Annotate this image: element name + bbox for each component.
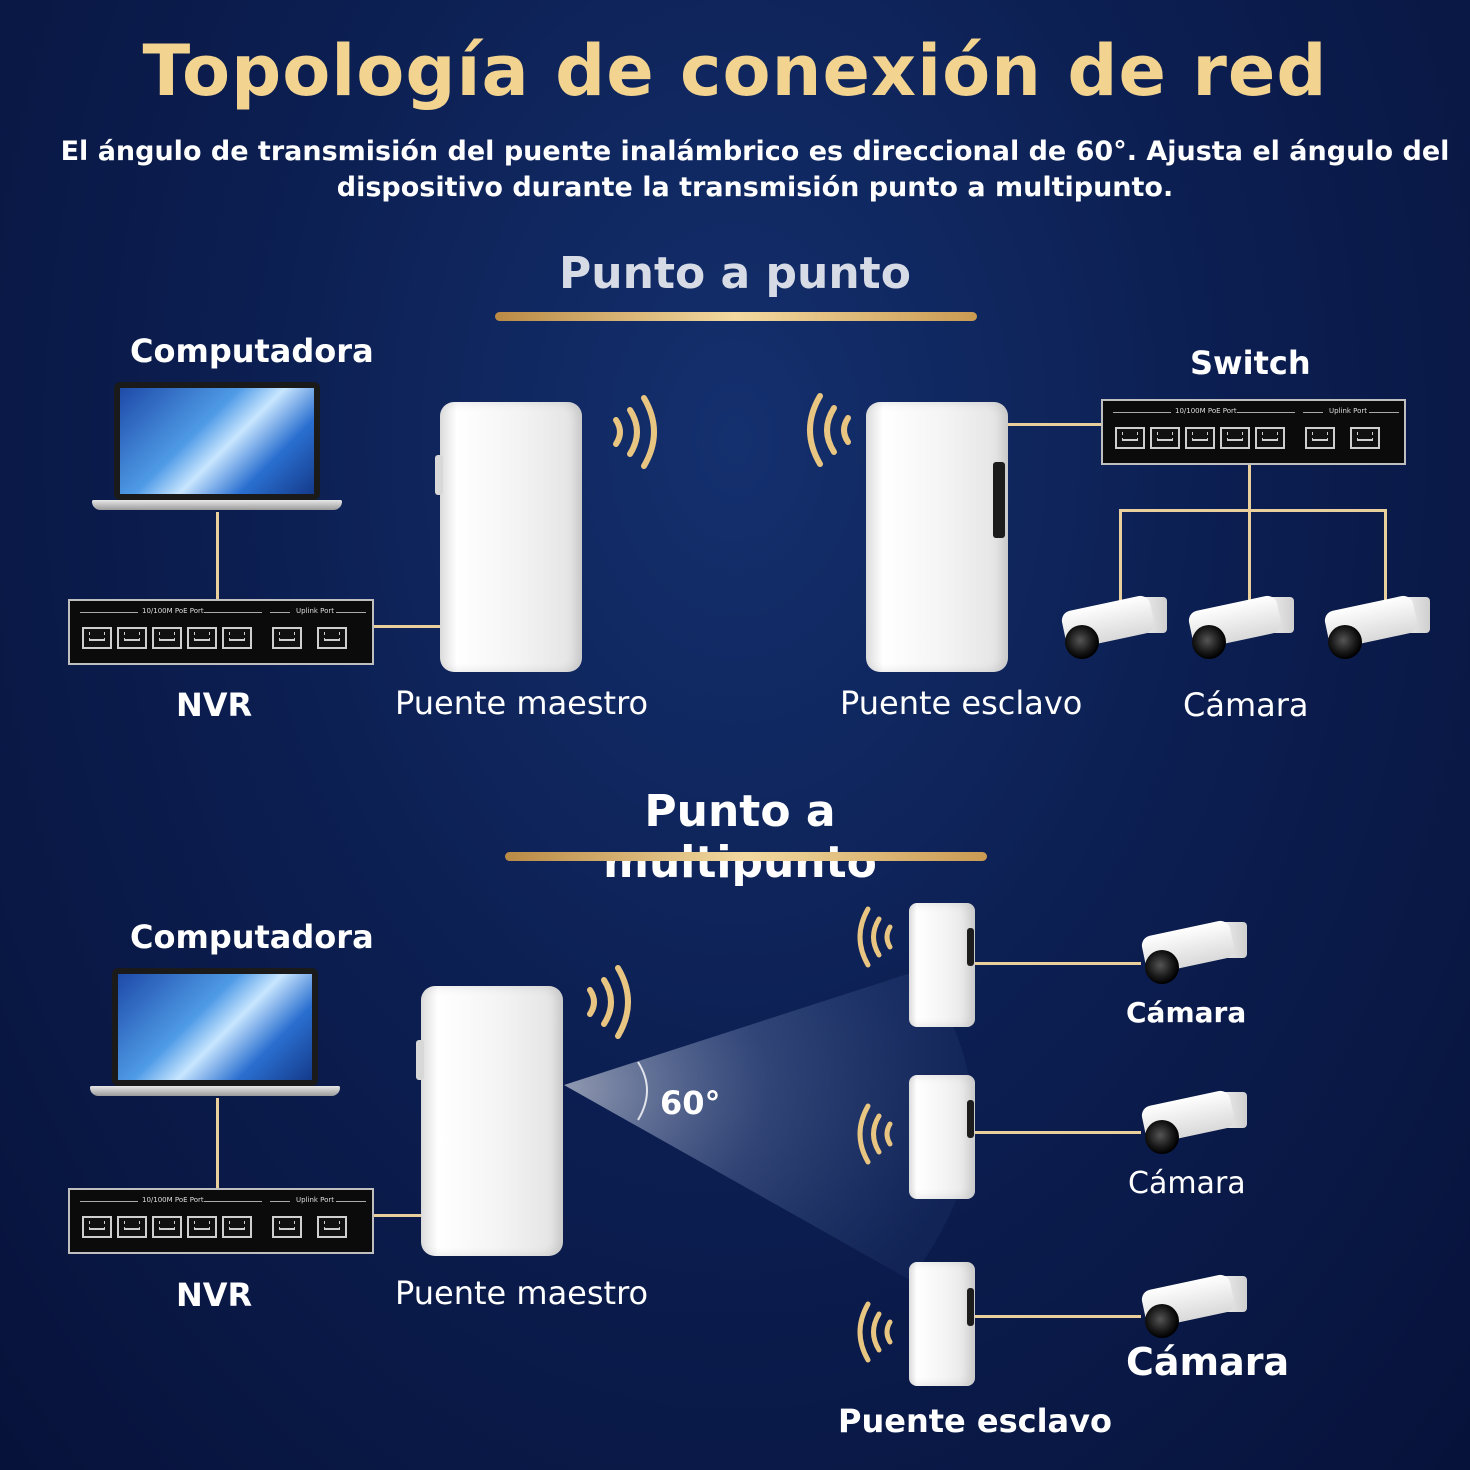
nvr-device-1: 10/100M PoE Port Uplink Port (68, 599, 374, 665)
laptop-base (92, 500, 342, 510)
wire-slave-camera (975, 1315, 1141, 1318)
camera-icon (1135, 918, 1250, 990)
page-title: Topología de conexión de red (142, 30, 1328, 112)
label-slave-bridge: Puente esclavo (840, 684, 1083, 722)
camera-icon (1182, 593, 1297, 665)
subtitle-line-1: El ángulo de transmisión del puente inal… (60, 136, 1450, 167)
camera-icon (1135, 1088, 1250, 1160)
wire-slave-camera (975, 1131, 1141, 1134)
nvr-device-2: 10/100M PoE Port Uplink Port (68, 1188, 374, 1254)
wifi-signal-icon (857, 1301, 893, 1363)
wire-slave-camera (975, 962, 1141, 965)
wire-laptop-nvr (216, 512, 219, 600)
wifi-signal-icon (857, 906, 893, 968)
wire-nvr-master (374, 1214, 422, 1217)
label-camera-1: Cámara (1126, 996, 1247, 1029)
page-subtitle: El ángulo de transmisión del puente inal… (40, 134, 1470, 206)
laptop-base (90, 1086, 340, 1096)
wifi-signal-icon (857, 1103, 893, 1165)
camera-icon (1135, 1272, 1250, 1344)
camera-icon (1055, 593, 1170, 665)
master-bridge-1 (440, 402, 582, 672)
section-title-point-to-point: Punto a punto (559, 248, 911, 299)
label-camera: Cámara (1183, 686, 1309, 724)
slave-bridge-b (909, 1075, 975, 1199)
laptop-screen (112, 968, 318, 1086)
slave-bridge-a (909, 903, 975, 1027)
laptop-2 (90, 968, 340, 1100)
transmission-cone (564, 970, 973, 1280)
wire-switch-trunk (1248, 465, 1251, 605)
switch-device: 10/100M PoE Port Uplink Port (1101, 399, 1406, 465)
wire-switch-branch (1119, 509, 1387, 512)
section-title-point-to-multipoint: Punto a multipunto (603, 786, 877, 888)
angle-label: 60° (660, 1084, 721, 1122)
label-camera-3: Cámara (1126, 1340, 1290, 1384)
wire-laptop-nvr (216, 1098, 219, 1188)
laptop-screen (114, 382, 320, 500)
led-indicators (993, 462, 1005, 538)
section-underline (505, 852, 987, 861)
label-master-bridge: Puente maestro (395, 684, 649, 722)
wifi-signal-icon (807, 393, 851, 467)
slave-bridge-c (909, 1262, 975, 1386)
label-nvr: NVR (176, 1276, 253, 1314)
label-master-bridge: Puente maestro (395, 1274, 649, 1312)
slave-bridge-1 (866, 402, 1008, 672)
master-bridge-2 (421, 986, 563, 1256)
section-underline (495, 312, 977, 321)
camera-icon (1318, 593, 1433, 665)
wifi-signal-icon (613, 395, 657, 469)
wire-slave-switch (1008, 423, 1102, 426)
label-camera-2: Cámara (1128, 1166, 1246, 1201)
laptop-1 (92, 382, 342, 514)
label-nvr: NVR (176, 686, 253, 724)
wire-nvr-master (374, 625, 440, 628)
wifi-signal-icon (587, 965, 631, 1039)
subtitle-line-2: dispositivo durante la transmisión punto… (336, 172, 1174, 203)
label-computer: Computadora (130, 332, 374, 370)
label-slave-bridge: Puente esclavo (838, 1402, 1112, 1440)
label-switch: Switch (1190, 344, 1311, 382)
label-computer: Computadora (130, 918, 374, 956)
